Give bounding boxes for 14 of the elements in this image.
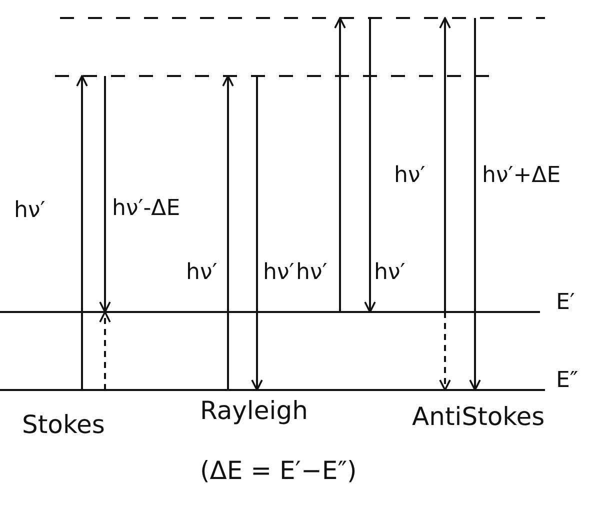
scattering-type-label: AntiStokes xyxy=(412,404,545,429)
equation-label: (ΔE = E′−E″) xyxy=(200,458,357,483)
photon-energy-label: hν′ xyxy=(374,262,406,284)
energy-level-label: E″ xyxy=(556,370,578,392)
photon-energy-label: hν′ xyxy=(186,262,218,284)
energy-level-label: E′ xyxy=(556,292,575,314)
scattering-type-label: Rayleigh xyxy=(200,398,308,423)
photon-energy-label: hν′ xyxy=(14,200,46,222)
photon-energy-label: hν′ xyxy=(394,165,426,187)
photon-energy-label: hν′-ΔE xyxy=(112,198,180,220)
scattering-type-label: Stokes xyxy=(22,412,105,437)
photon-energy-label: hν′+ΔE xyxy=(482,165,561,187)
photon-energy-label: hν′ xyxy=(296,262,328,284)
photon-energy-label: hν′ xyxy=(263,262,294,284)
